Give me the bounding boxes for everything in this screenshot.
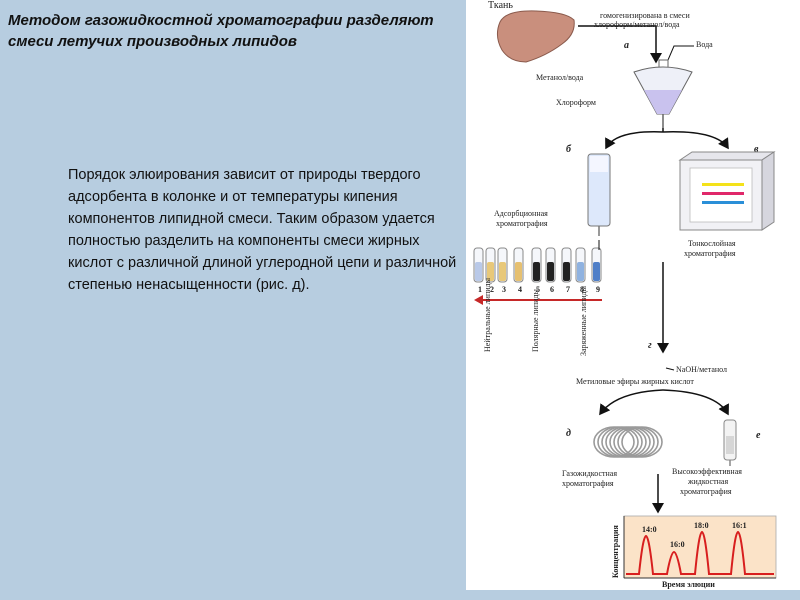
step-g-label: г <box>648 340 652 351</box>
hplc-column-icon <box>723 419 737 466</box>
tissue-label: Ткань <box>488 0 513 11</box>
gc-coil-column-icon <box>593 426 663 458</box>
fraction-label-polar: Полярные липиды <box>531 289 540 352</box>
tube-number-5: 5 <box>536 285 540 294</box>
step-e-label: е <box>756 430 761 441</box>
peak-label-16-1: 16:1 <box>732 521 747 530</box>
tlc-band-red <box>702 192 744 195</box>
tube-number-6: 6 <box>550 285 554 294</box>
tube-fill-2 <box>487 262 494 281</box>
arrow-to-e <box>662 389 729 416</box>
chromatogram-peaks <box>626 530 774 575</box>
tube-fill-8 <box>577 262 584 281</box>
peak-label-16-0: 16:0 <box>670 540 685 549</box>
tlc-band-blue <box>702 201 744 204</box>
figure-drawing: Ткань гомогенизирована в смеси хлороформ… <box>473 0 777 589</box>
fraction-label-neutral: Нейтральные липиды <box>483 277 492 352</box>
tube-number-8: 8 <box>580 285 584 294</box>
slide-title: Методом газожидкостной хроматографии раз… <box>8 12 434 50</box>
tube-fill-7 <box>563 262 570 281</box>
hplc-label-2: жидкостная <box>687 477 728 486</box>
adsorption-label-1: Адсорбционная <box>494 209 548 218</box>
homogenized-label-2: хлороформ/метанол/вода <box>594 20 680 29</box>
tube-fill-1 <box>475 262 482 281</box>
slide-body-text: Порядок элюирования зависит от природы т… <box>68 167 457 293</box>
tube-fill-9 <box>593 262 600 281</box>
separatory-funnel-icon <box>633 59 693 128</box>
naoh-label: NaOH/метанол <box>676 365 727 374</box>
step-a-label: а <box>624 40 629 51</box>
tube-number-7: 7 <box>566 285 570 294</box>
adsorption-column-icon <box>587 153 611 236</box>
x-axis-label: Время элюции <box>662 580 715 589</box>
gc-label-2: хроматография <box>562 479 614 488</box>
arrow-to-d <box>599 389 664 416</box>
arrow-to-v <box>662 131 729 150</box>
arrow-homogenize <box>578 25 662 64</box>
hplc-label-1: Высокоэффективная <box>672 467 742 476</box>
step-v-label: в <box>754 144 759 155</box>
peak-label-14-0: 14:0 <box>642 525 657 534</box>
tube-number-1: 1 <box>478 285 482 294</box>
methanol-water-label: Метанол/вода <box>536 73 584 82</box>
step-b-label: б <box>566 144 572 155</box>
tlc-label-2: хроматография <box>684 249 736 258</box>
gc-chromatogram <box>623 515 777 579</box>
tlc-label-1: Тонкослойная <box>688 239 736 248</box>
lipid-separation-figure: Ткань гомогенизирована в смеси хлороформ… <box>466 0 800 590</box>
tube-number-2: 2 <box>490 285 494 294</box>
homogenized-label-1: гомогенизирована в смеси <box>600 11 690 20</box>
arrow-water <box>667 45 694 61</box>
gc-label-1: Газожидкостная <box>562 469 617 478</box>
tube-number-3: 3 <box>502 285 506 294</box>
collected-fractions-tubes <box>473 247 602 283</box>
tube-number-4: 4 <box>518 285 522 294</box>
chloroform-label: Хлороформ <box>556 98 596 107</box>
step-d-label: д <box>566 428 571 439</box>
water-label: Вода <box>696 40 713 49</box>
fraction-labels: Нейтральные липиды Полярные липиды Заряж… <box>483 277 588 356</box>
peak-label-18-0: 18:0 <box>694 521 709 530</box>
y-axis-label: Концентрация <box>611 525 620 578</box>
tissue-icon <box>496 10 575 63</box>
arrow-to-b <box>605 131 664 150</box>
tube-fill-5 <box>533 262 540 281</box>
tube-fill-6 <box>547 262 554 281</box>
tlc-plate-icon <box>678 151 776 231</box>
tube-number-9: 9 <box>596 285 600 294</box>
hplc-label-3: хроматография <box>680 487 732 496</box>
tube-numbers: 1 2 3 4 5 6 7 8 9 <box>478 285 600 294</box>
tlc-band-yellow <box>702 183 744 186</box>
adsorption-label-2: хроматография <box>496 219 548 228</box>
methyl-esters-label: Метиловые эфиры жирных кислот <box>576 377 694 386</box>
fraction-label-charged: Заряженные липиды <box>579 285 588 356</box>
tube-fill-4 <box>515 262 522 281</box>
tube-fill-3 <box>499 262 506 281</box>
